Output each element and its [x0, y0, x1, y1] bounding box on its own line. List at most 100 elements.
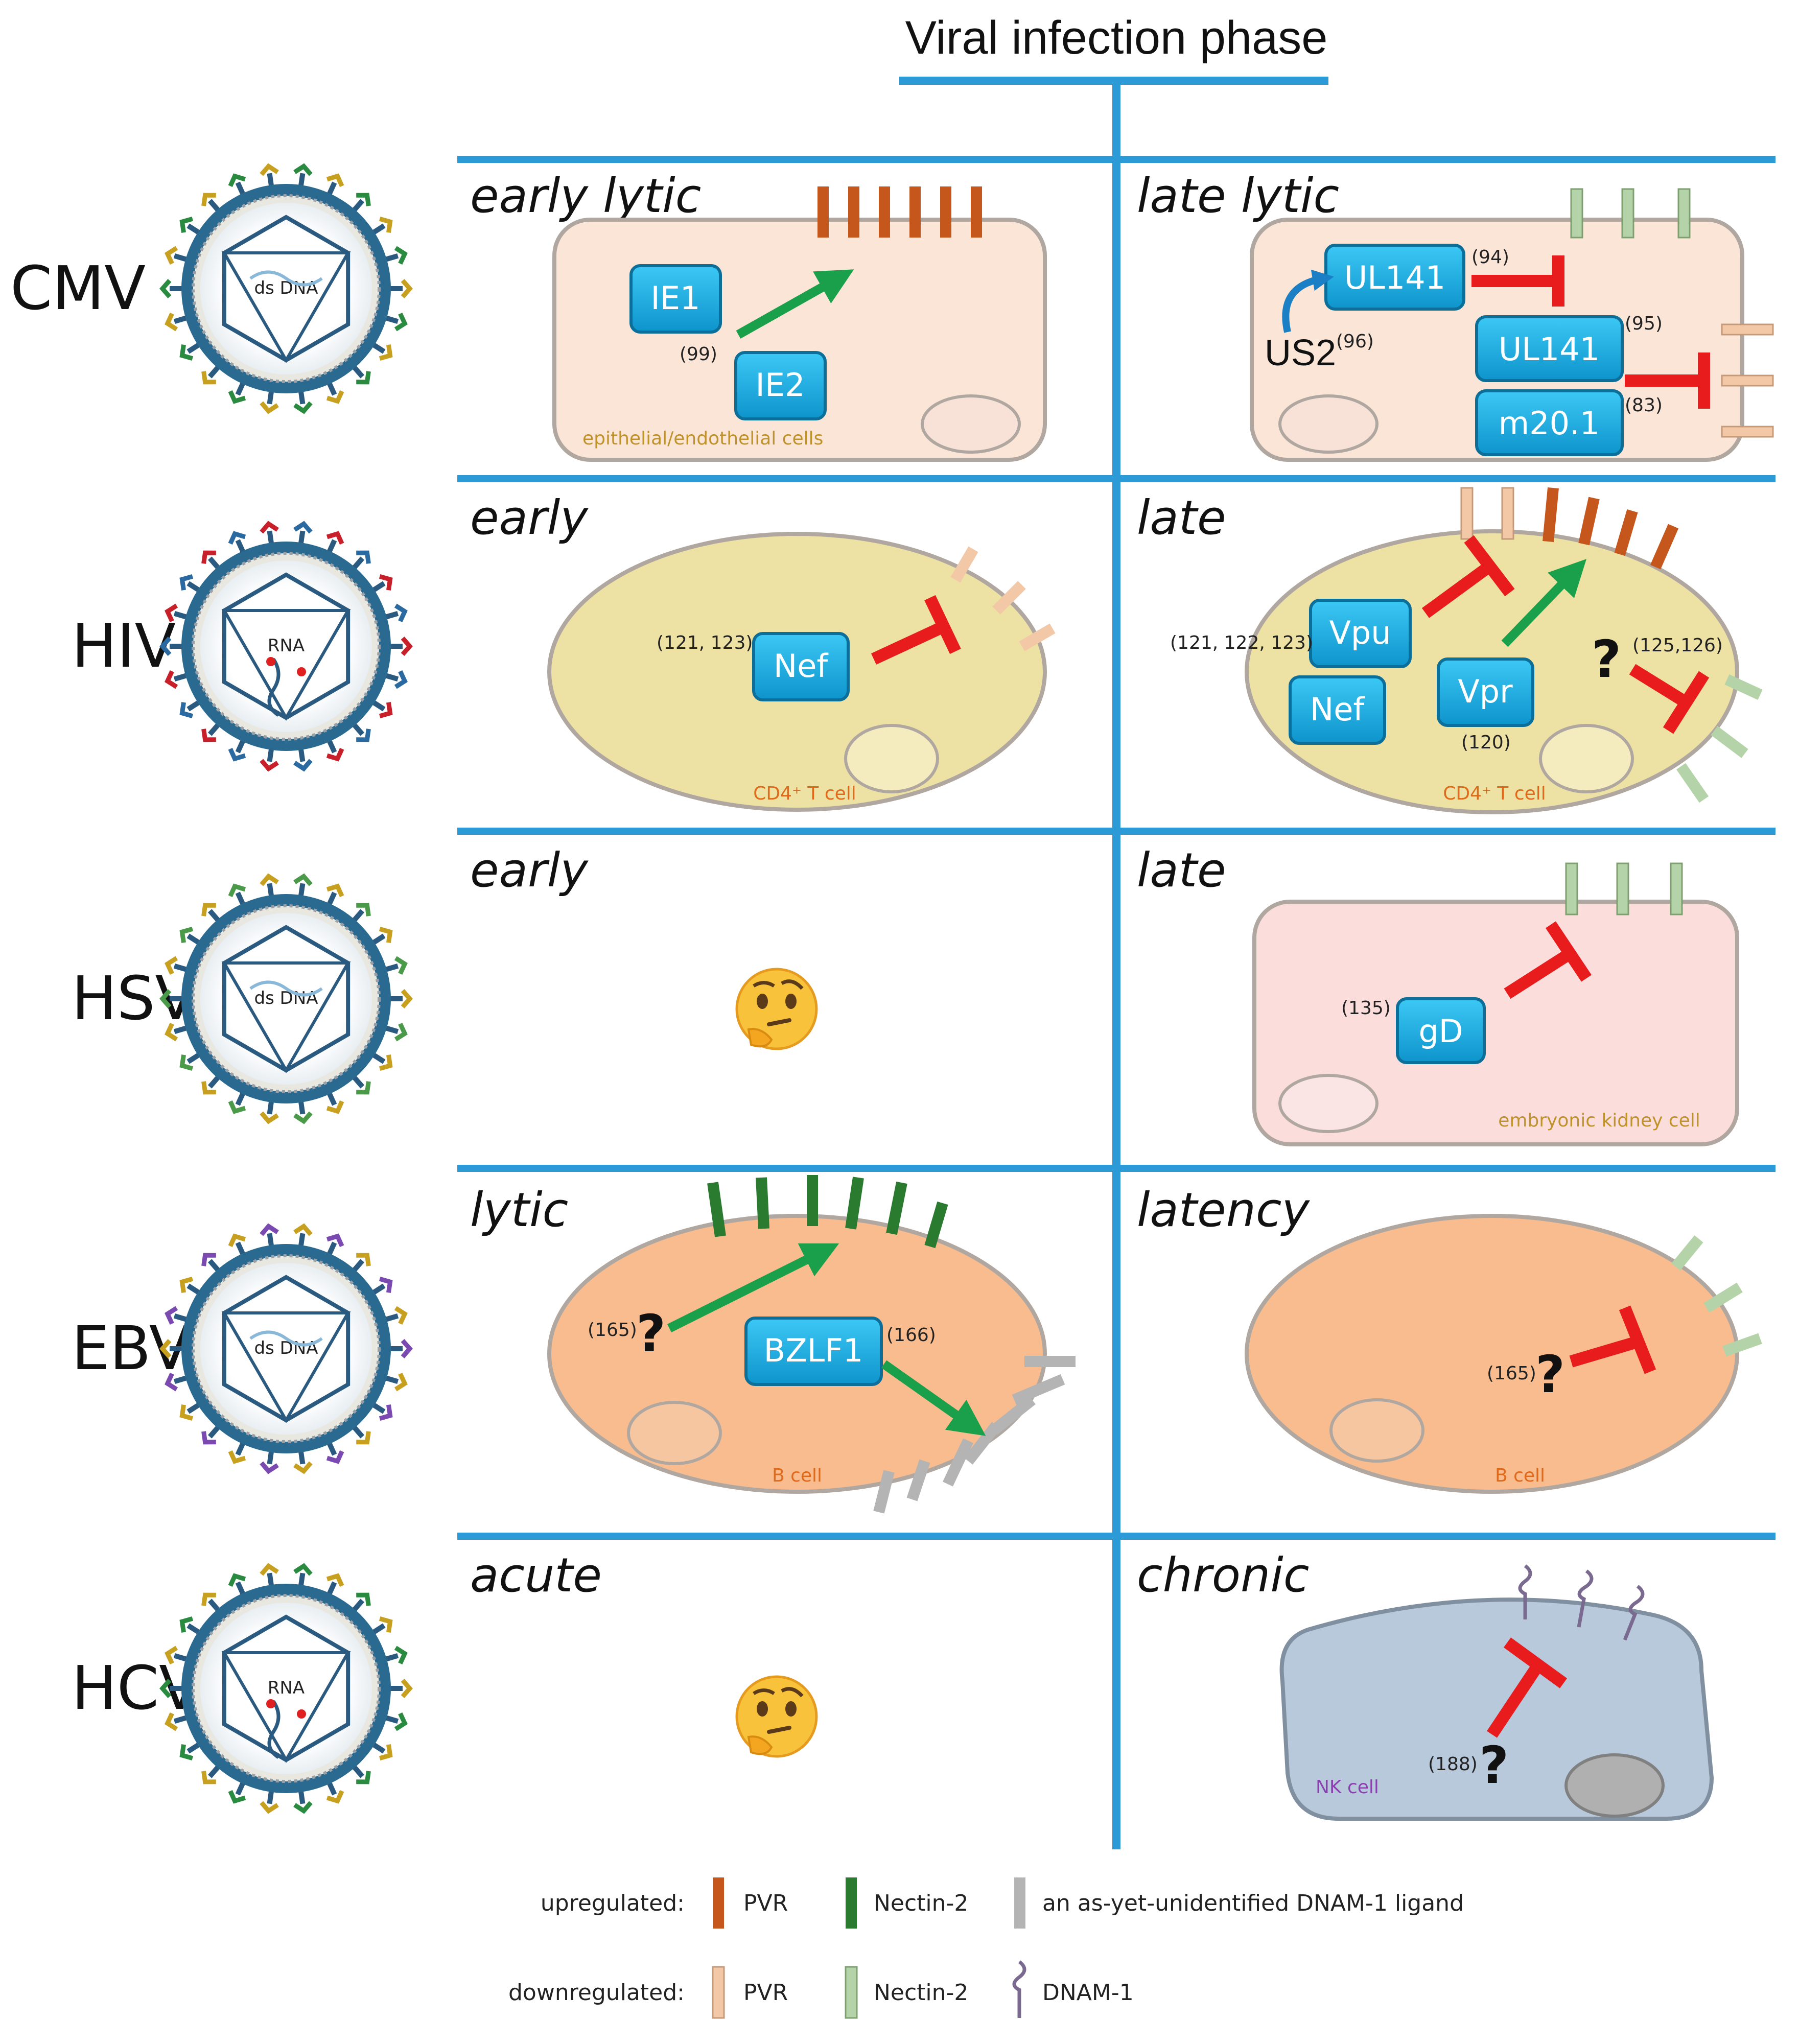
svg-text:UL141: UL141 — [1499, 331, 1600, 368]
svg-text:IE1: IE1 — [651, 279, 700, 317]
cell-label-cmv-early: epithelial/endothelial cells — [582, 428, 823, 449]
nectin-down-hsv — [1565, 862, 1683, 915]
rna-strand-icon — [267, 658, 281, 717]
legend-downregulated: downregulated: — [508, 1980, 685, 2006]
row-divider-4 — [457, 1165, 1775, 1172]
legend-dnam1: DNAM-1 — [1042, 1980, 1134, 2006]
ref-165-b: (165) — [1487, 1363, 1536, 1384]
virus-label-cmv: CMV — [10, 253, 146, 323]
svg-text:Vpu: Vpu — [1329, 614, 1391, 651]
unknown-hcv: ? — [1479, 1735, 1509, 1795]
legend-swatch-nectin-up — [846, 1877, 857, 1929]
bzlf1-box: BZLF1 — [744, 1317, 883, 1386]
cell-label-hiv-late: CD4⁺ T cell — [1443, 783, 1546, 804]
ref-166: (166) — [886, 1325, 936, 1346]
ul141-box-a: UL141 — [1324, 244, 1465, 311]
inhibit-hsv — [1504, 921, 1592, 999]
genome-label: ds DNA — [254, 278, 318, 298]
ligand-grey-ebv — [873, 1356, 1076, 1514]
ref-120: (120) — [1461, 732, 1511, 753]
unknown-hiv: ? — [1592, 629, 1621, 689]
ref-121-122-123: (121, 122, 123) — [1170, 632, 1313, 653]
ref-121-123: (121, 123) — [657, 632, 753, 653]
legend-upregulated: upregulated: — [541, 1890, 685, 1916]
nef-box-late: Nef — [1289, 675, 1386, 745]
legend: upregulated: PVR Nectin-2 an as-yet-unid… — [508, 1877, 1464, 2019]
nucleus-ebv-early — [627, 1401, 722, 1465]
nucleus-hsv-late — [1278, 1074, 1379, 1133]
legend-unknown-ligand: an as-yet-unidentified DNAM-1 ligand — [1042, 1890, 1464, 1916]
activate-arrow-hiv-vpr — [1501, 559, 1586, 647]
phase-label-cmv-late: late lytic — [1137, 169, 1339, 223]
phase-label-hcv-early: acute — [470, 1548, 602, 1603]
row-divider-5 — [457, 1533, 1775, 1540]
dnam1-down-hcv — [1518, 1564, 1645, 1641]
cell-label-ebv-late: B cell — [1495, 1465, 1545, 1486]
row-divider-3 — [457, 828, 1775, 835]
inhibit-cmv-95-83 — [1625, 353, 1710, 409]
svg-text:Nef: Nef — [1310, 691, 1366, 728]
ref-96: (96) — [1336, 331, 1374, 352]
unknown-ebv-latency: ? — [1535, 1345, 1565, 1404]
activate-arrow-ebv-bzlf1 — [881, 1360, 986, 1436]
svg-text:Nef: Nef — [774, 647, 829, 685]
phase-label-hiv-late: late — [1137, 490, 1226, 545]
legend-nectin-up: Nectin-2 — [874, 1890, 968, 1916]
nectin-down-ebv — [1671, 1235, 1762, 1357]
thinking-face-icon — [735, 968, 818, 1050]
ref-135: (135) — [1341, 998, 1391, 1019]
legend-pvr-up: PVR — [743, 1890, 788, 1916]
nectin-down-hiv-late — [1676, 674, 1763, 803]
pvr-up-hiv-late — [1543, 487, 1679, 570]
ref-165-a: (165) — [588, 1320, 637, 1341]
legend-swatch-dnam1 — [1012, 1960, 1026, 2018]
row-divider-2 — [457, 475, 1775, 482]
vpu-box: Vpu — [1309, 599, 1412, 668]
us2-label: US2 — [1265, 333, 1336, 373]
phase-label-hsv-early: early — [470, 843, 589, 898]
genome-label: ds DNA — [254, 1338, 318, 1358]
ref-99: (99) — [680, 344, 717, 365]
nucleus-cmv-early — [921, 394, 1021, 454]
ref-188: (188) — [1428, 1754, 1478, 1775]
virus-particle-icon — [159, 163, 413, 414]
thinking-face-icon — [735, 1675, 818, 1758]
inhibit-hiv-unknown — [1629, 664, 1710, 734]
cell-label-ebv-early: B cell — [772, 1465, 822, 1486]
rna-strand-icon — [267, 1700, 281, 1759]
ref-125-126: (125,126) — [1632, 635, 1723, 656]
cell-ebv-late — [1245, 1214, 1739, 1494]
legend-pvr-down: PVR — [743, 1980, 788, 2006]
svg-text:m20.1: m20.1 — [1499, 405, 1600, 442]
unknown-ebv-lytic: ? — [636, 1304, 666, 1364]
legend-swatch-pvr-up — [713, 1877, 724, 1929]
cell-label-hiv-early: CD4⁺ T cell — [753, 783, 856, 804]
inhibit-hcv — [1487, 1637, 1568, 1738]
activate-arrow-cmv-early — [736, 269, 854, 339]
pvr-down-hiv-late — [1460, 487, 1514, 540]
inhibit-hiv-vpu — [1421, 535, 1515, 618]
phase-label-ebv-early: lytic — [470, 1183, 568, 1237]
row-divider-1 — [457, 156, 1775, 163]
ie2-box: IE2 — [734, 351, 827, 420]
us2-arrow — [1282, 269, 1334, 333]
inhibit-cmv-94 — [1471, 255, 1564, 307]
ref-83: (83) — [1625, 395, 1663, 416]
nectin-up-ebv — [707, 1175, 948, 1249]
nucleus-ebv-late — [1329, 1398, 1424, 1463]
legend-nectin-down: Nectin-2 — [874, 1980, 968, 2006]
nucleus-cmv-late — [1278, 394, 1379, 454]
phase-label-hsv-late: late — [1137, 843, 1226, 898]
svg-text:IE2: IE2 — [756, 366, 805, 404]
svg-text:gD: gD — [1418, 1013, 1463, 1050]
svg-text:Vpr: Vpr — [1458, 673, 1513, 710]
cell-hsv-late — [1252, 900, 1739, 1146]
legend-swatch-ligand — [1014, 1877, 1025, 1929]
ref-95: (95) — [1625, 313, 1663, 334]
dna-strand-icon — [249, 980, 323, 997]
